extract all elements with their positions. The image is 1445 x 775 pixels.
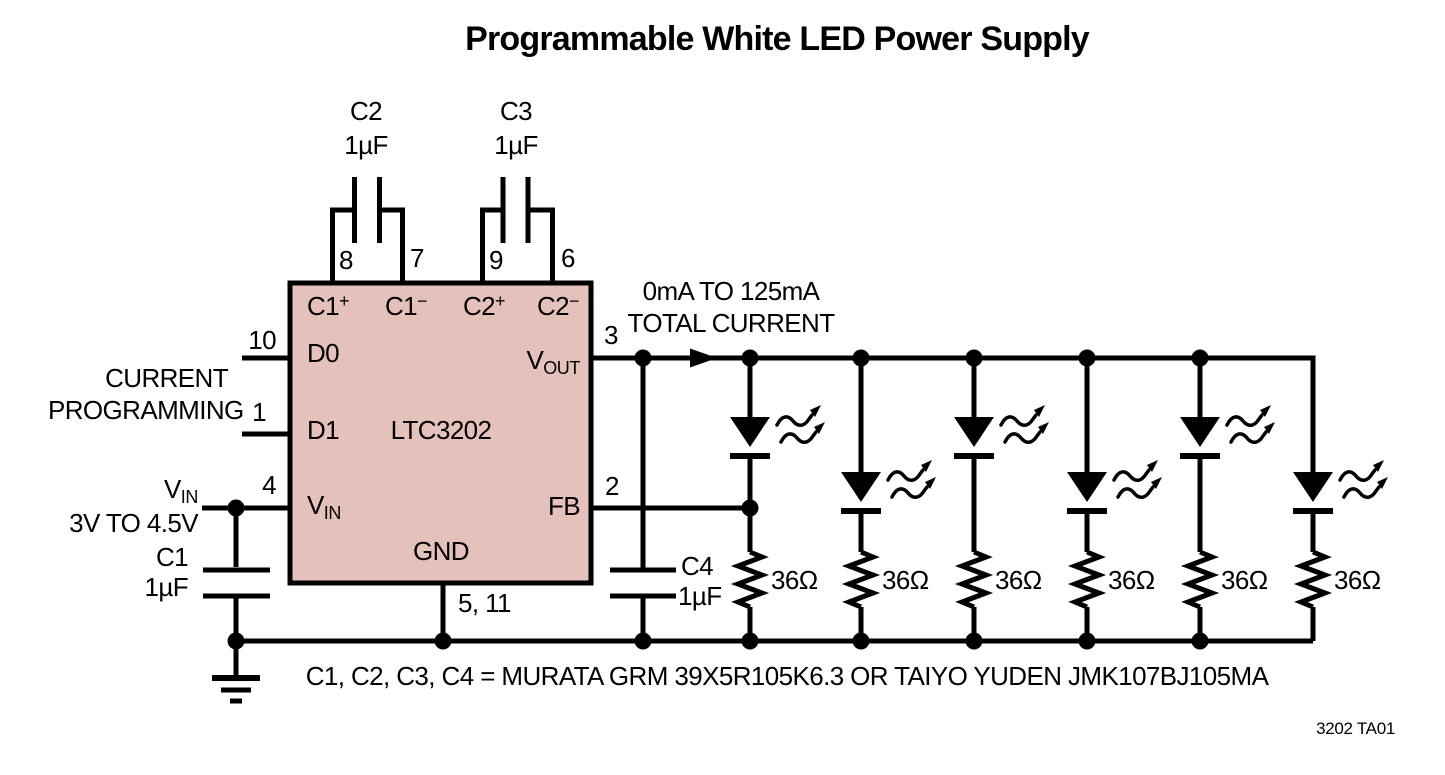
resistor-value-3: 36Ω — [995, 565, 1042, 595]
output-current-label-line1: 0mA TO 125mA — [642, 276, 820, 306]
ic-pin-label-c1-minus: C1− — [385, 291, 428, 321]
cap-c3-value: 1µF — [494, 130, 538, 160]
ic-pin-label-c2-plus: C2+ — [463, 291, 506, 321]
pin-number-10: 10 — [248, 325, 276, 355]
resistor-value-5: 36Ω — [1221, 565, 1268, 595]
led-symbol-5 — [1180, 417, 1220, 456]
pin-number-1: 1 — [252, 397, 266, 427]
ic-name: LTC3202 — [390, 415, 492, 445]
led-symbol-6 — [1293, 472, 1333, 511]
output-current-label-line2: TOTAL CURRENT — [627, 308, 836, 338]
ic-pin-label-c1-plus: C1+ — [307, 291, 350, 321]
resistor-symbol-5 — [1188, 552, 1212, 607]
pin-number-6: 6 — [561, 243, 575, 273]
light-emission-arrows-5 — [1227, 405, 1275, 442]
cap-c1-label: C1 — [155, 542, 189, 572]
ic-pin-label-c2-minus: C2− — [537, 291, 580, 321]
page-title: Programmable White LED Power Supply — [465, 20, 1090, 58]
pin-number-3: 3 — [604, 320, 618, 350]
ic-pin-label-d0: D0 — [307, 338, 340, 368]
led-symbol-3 — [954, 417, 994, 456]
resistor-symbol-2 — [849, 552, 873, 607]
ic-pin-label-vin: VIN — [307, 490, 341, 523]
junction-dots — [227, 349, 1209, 650]
vin-range-label: 3V TO 4.5V — [69, 508, 199, 538]
component-note: C1, C2, C3, C4 = MURATA GRM 39X5R105K6.3… — [305, 661, 1269, 691]
wires — [202, 177, 1316, 704]
pin-number-7: 7 — [410, 243, 424, 273]
cap-c4-value: 1µF — [678, 581, 722, 611]
wire-c3-right — [530, 207, 555, 283]
vin-label: VIN — [164, 474, 198, 507]
cap-c1-value: 1µF — [144, 572, 188, 602]
figure-number: 3202 TA01 — [1316, 719, 1395, 738]
light-emission-arrows-4 — [1114, 460, 1162, 497]
resistor-symbol-4 — [1075, 552, 1099, 607]
ic-pin-label-d1: D1 — [307, 415, 340, 445]
resistor-value-4: 36Ω — [1108, 565, 1155, 595]
resistor-value-6: 36Ω — [1334, 565, 1381, 595]
led-symbol-4 — [1067, 472, 1107, 511]
cap-c2-value: 1µF — [344, 130, 388, 160]
wire-c2-left — [330, 207, 352, 283]
wire-c3-left — [480, 207, 501, 283]
ic-body — [287, 280, 594, 586]
cap-c2-label: C2 — [349, 96, 383, 126]
current-programming-label-line2: PROGRAMMING — [48, 395, 244, 425]
resistor-value-2: 36Ω — [882, 565, 929, 595]
resistor-symbol-6 — [1301, 552, 1325, 607]
resistor-value-1: 36Ω — [771, 565, 818, 595]
led-symbol-1 — [730, 417, 770, 456]
resistor-symbol-1 — [738, 552, 762, 607]
pin-number-8: 8 — [339, 245, 353, 275]
current-programming-label-line1: CURRENT — [105, 363, 229, 393]
light-emission-arrows-3 — [1001, 405, 1049, 442]
pin-number-2: 2 — [605, 471, 619, 501]
wire-c2-right — [382, 207, 405, 283]
pin-number-5-11: 5, 11 — [458, 588, 512, 618]
ic-pin-label-vout: VOUT — [526, 345, 580, 378]
light-emission-arrows-1 — [777, 405, 825, 442]
light-emission-arrows-2 — [888, 460, 936, 497]
light-emission-arrows-6 — [1340, 460, 1388, 497]
pin-number-4: 4 — [262, 470, 276, 500]
cap-c3-label: C3 — [499, 96, 533, 126]
current-arrow — [690, 348, 717, 368]
ic-pin-label-gnd: GND — [413, 536, 470, 566]
pin-number-9: 9 — [489, 245, 503, 275]
ic-pin-label-fb: FB — [547, 491, 581, 521]
vout-rail — [591, 355, 1316, 472]
led-symbol-2 — [841, 472, 881, 511]
resistor-symbol-3 — [962, 552, 986, 607]
cap-c4-label: C4 — [681, 551, 714, 581]
